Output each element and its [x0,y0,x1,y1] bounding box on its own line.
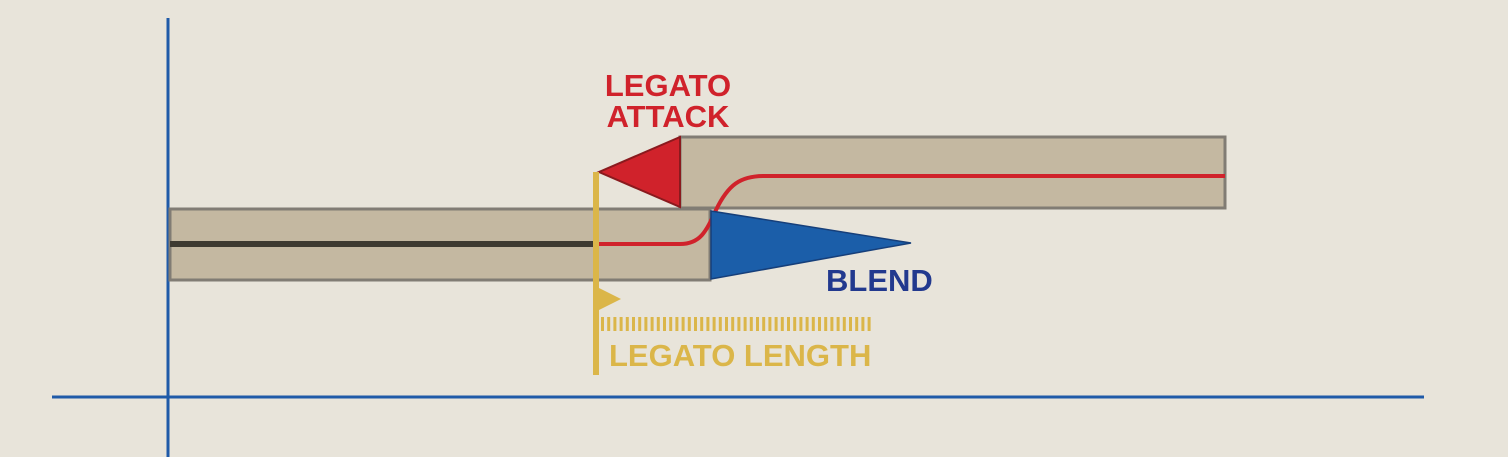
second-note-bar [678,135,1227,210]
blend-triangle [710,210,912,280]
legato-length-flag [599,288,621,310]
legato-attack-label-line2: ATTACK [607,99,730,134]
legato-attack-label-line1: LEGATO [605,68,731,103]
blend-label: BLEND [826,263,933,298]
legato-transition-curve [596,174,1225,246]
legato-length-label: LEGATO LENGTH [609,338,871,373]
legato-attack-triangle [596,135,681,209]
